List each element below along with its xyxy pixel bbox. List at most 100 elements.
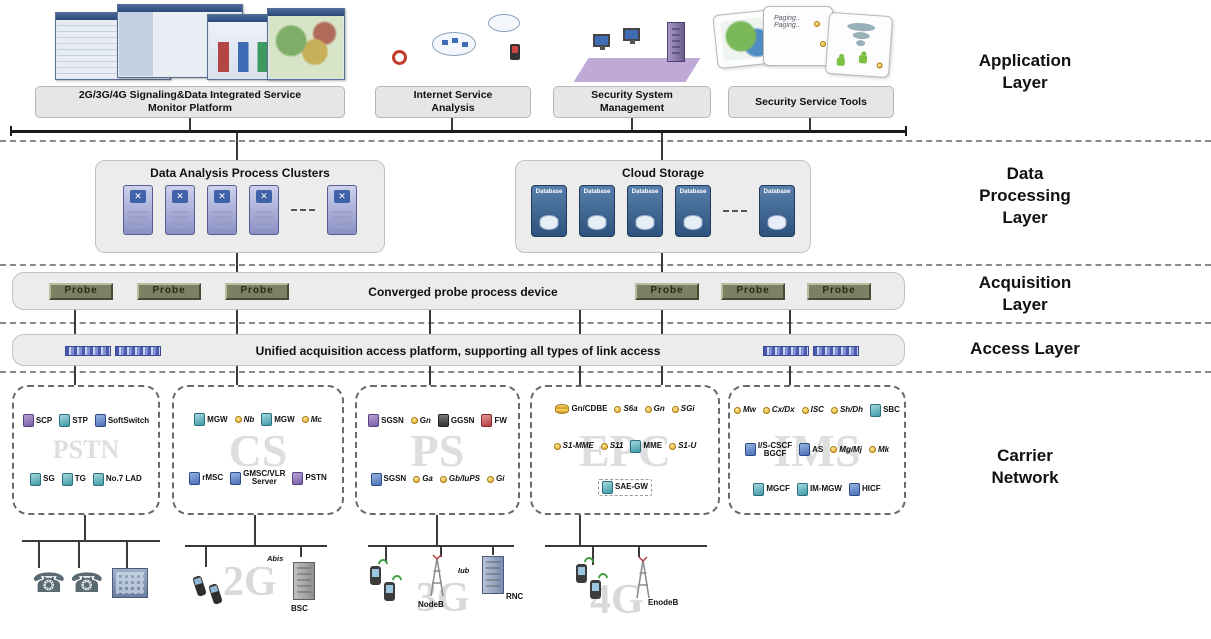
node-label: BSC <box>291 604 308 613</box>
paging-note: Paging.. Paging.. <box>774 15 800 29</box>
connector-line <box>631 118 633 130</box>
interface-chip: ISC <box>801 404 824 417</box>
node-chip: SG <box>30 472 55 486</box>
connection-point-icon <box>644 405 652 413</box>
connector-line <box>236 310 238 334</box>
connection-point-icon <box>487 475 494 483</box>
charging-gateway-icon <box>555 404 570 415</box>
connector-line <box>579 366 581 385</box>
network-cloud-icon <box>488 14 520 32</box>
layer-separator <box>0 264 1211 266</box>
node-chip: STP <box>59 414 88 428</box>
carrier-domain-cs: CS MGW Nb MGW Mc rMSC GMSC/VLR Server PS… <box>172 385 344 515</box>
network-element-icon <box>437 414 449 428</box>
server-icon <box>123 185 153 235</box>
interface-chip: Nb <box>234 413 254 426</box>
mobile-phone-icon <box>384 572 405 601</box>
firewall-icon <box>481 414 493 428</box>
monitor-icon <box>623 28 640 44</box>
carrier-domain-ps: PS SGSN Gn GGSN FW SGSN Ga Gb/IuPS Gi <box>355 385 520 515</box>
status-dot-icon <box>820 41 826 47</box>
screenshot-window-map <box>267 8 345 80</box>
interface-chip: S6a <box>614 404 638 414</box>
node-label: RNC <box>506 592 524 601</box>
access-rack-icon <box>65 346 111 356</box>
interface-chip: Gb/IuPS <box>439 473 480 486</box>
network-element-icon <box>753 483 765 497</box>
connector-line <box>74 366 76 385</box>
connector-line <box>661 310 663 334</box>
network-element-icon <box>22 414 34 428</box>
domain-watermark: PS <box>410 424 465 476</box>
server-row <box>96 185 384 235</box>
node-chip: SGSN <box>368 414 404 428</box>
app-box-security-tools: Security Service Tools <box>728 86 894 118</box>
access-layer-box: Unified acquisition access platform, sup… <box>12 334 905 366</box>
node-chip: PSTN <box>292 470 327 487</box>
connection-point-icon <box>669 442 677 450</box>
node-chip: TG <box>61 472 86 486</box>
connector-line <box>579 310 581 334</box>
connector-line <box>579 515 581 545</box>
network-element-icon <box>61 472 73 486</box>
network-element-icon <box>870 403 882 417</box>
database-label: Database <box>535 189 563 195</box>
security-tools-illustration: Paging.. Paging.. <box>712 6 895 84</box>
database-icon: Database <box>531 185 567 237</box>
access-layer-label: Access Layer <box>970 339 1080 358</box>
domain-nodes: Gn/CDBE S6a Gn SGi S1-MME S11 MME S1-U S… <box>536 393 714 507</box>
box-title: Cloud Storage <box>621 166 704 180</box>
interface-chip: S1-MME <box>553 440 594 453</box>
node-chip: MME <box>630 439 662 453</box>
network-element-icon <box>92 472 104 486</box>
node-chip: No.7 LAD <box>92 472 142 486</box>
node-chip: MGCF <box>753 483 790 497</box>
connection-point-icon <box>830 406 838 414</box>
interface-label: Abis <box>267 554 284 563</box>
connector-line <box>545 545 707 547</box>
app-box-label: Security Service Tools <box>755 95 867 108</box>
server-icon <box>165 185 195 235</box>
node-chip: MGW <box>261 413 295 427</box>
security-system-illustration <box>573 20 705 82</box>
connection-point-icon <box>671 405 679 413</box>
connector-line <box>22 540 160 542</box>
connection-point-icon <box>301 416 309 424</box>
probe-device: Probe <box>635 283 699 300</box>
node-chip: MGW <box>194 413 228 427</box>
connector-line <box>236 366 238 385</box>
interface-chip: Gi <box>487 473 504 486</box>
cluster-watermark: 2G <box>223 559 277 605</box>
nodeb-antenna-icon <box>430 554 444 597</box>
app-box-monitor-platform: 2G/3G/4G Signaling&Data Integrated Servi… <box>35 86 345 118</box>
3g-access-cluster: 3G NodeB Iub RNC <box>362 548 524 636</box>
domain-watermark: IMS <box>773 424 861 476</box>
connection-point-icon <box>439 475 447 483</box>
network-element-icon <box>230 471 242 485</box>
network-element-icon <box>744 443 756 457</box>
telephone-icon: ☎ <box>70 568 104 598</box>
mobile-device-icon <box>510 44 520 60</box>
database-label: Database <box>679 189 707 195</box>
access-rack-icon <box>813 346 859 356</box>
tool-card-storm <box>824 11 894 79</box>
box-title: Data Analysis Process Clusters <box>150 166 330 180</box>
layer-separator <box>0 322 1211 324</box>
bus-end-tick <box>10 126 12 136</box>
connection-point-icon <box>762 406 770 414</box>
connector-line <box>789 310 791 334</box>
mobile-phone-icon <box>370 556 391 585</box>
connector-line <box>436 515 438 545</box>
ellipsis-connector <box>291 209 315 211</box>
network-element-icon <box>189 471 201 485</box>
connector-line <box>189 118 191 130</box>
connection-point-icon <box>600 442 608 450</box>
node-chip: I/S-CSCF BGCF <box>744 441 792 459</box>
network-element-icon <box>368 414 380 428</box>
cluster-watermark: 3G <box>416 575 470 621</box>
office-building-icon <box>112 568 148 598</box>
node-chip: GMSC/VLR Server <box>230 469 285 487</box>
connector-line <box>451 118 453 130</box>
interface-chip: S1-U <box>669 440 696 453</box>
layer-separator <box>0 140 1211 142</box>
